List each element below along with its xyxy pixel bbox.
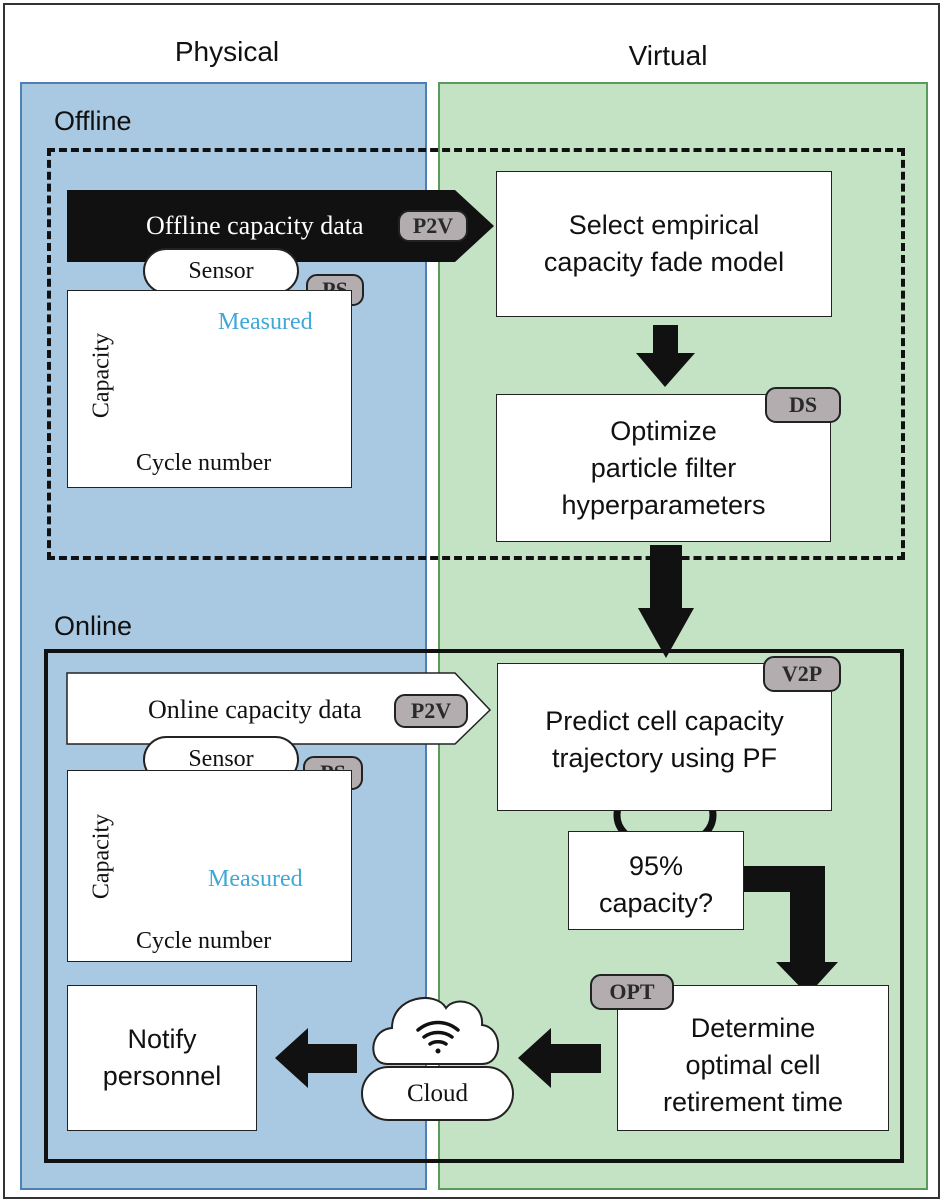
v2p-tag: V2P	[763, 656, 841, 692]
offline-label: Offline	[54, 106, 132, 136]
arrow-optimize-to-predict	[638, 545, 694, 658]
offline-dashed-region	[47, 148, 905, 560]
offline-sensor-pill: Sensor	[143, 248, 299, 294]
offline-plot-series-label: Measured	[218, 309, 313, 335]
ds-tag: DS	[765, 387, 841, 423]
offline-data-label: Offline capacity data	[146, 211, 364, 240]
cloud-label: Cloud	[361, 1066, 514, 1121]
outer-border	[3, 3, 940, 1199]
opt-tag: OPT	[590, 974, 674, 1010]
physical-heading: Physical	[174, 36, 280, 67]
online-plot-series-label: Measured	[208, 866, 303, 892]
offline-plot-ylabel: Capacity	[88, 332, 115, 419]
online-plot-xlabel: Cycle number	[136, 928, 272, 954]
arrow-check-to-determine	[735, 866, 838, 995]
predict-capacity-box: Predict cell capacity trajectory using P…	[497, 663, 832, 811]
offline-plot-box	[67, 290, 352, 488]
offline-p2v-tag: P2V	[398, 210, 468, 242]
offline-data-banner-shape	[67, 190, 494, 262]
online-p2v-tag: P2V	[394, 694, 468, 728]
online-region	[44, 649, 904, 1163]
offline-plot-xlabel: Cycle number	[136, 450, 272, 476]
online-data-banner-shape	[66, 672, 492, 745]
online-plot-box	[67, 770, 352, 962]
online-plot-ylabel: Capacity	[88, 813, 115, 900]
online-data-label: Online capacity data	[148, 695, 362, 724]
wifi-icon	[416, 1020, 460, 1054]
select-model-box: Select empirical capacity fade model	[496, 171, 832, 317]
online-label: Online	[54, 611, 133, 641]
flow-arrows	[275, 325, 838, 1088]
notify-personnel-box: Notify personnel	[67, 985, 257, 1131]
virtual-heading: Virtual	[628, 40, 708, 71]
capacity-check-box: 95% capacity?	[568, 831, 744, 930]
arrow-select-to-optimize	[636, 325, 695, 387]
arrow-determine-to-cloud	[518, 1028, 601, 1088]
arrow-cloud-to-notify	[275, 1028, 357, 1088]
